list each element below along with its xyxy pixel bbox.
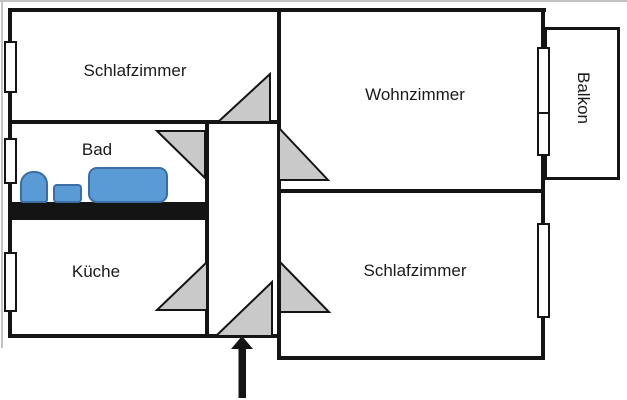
window-schlafzimmer-bottom-right [537, 223, 550, 318]
door-swing-wohnzimmer [278, 125, 331, 181]
window-wohnzimmer [537, 112, 550, 156]
door-swing-entry [213, 279, 273, 337]
wall-wohnzimmer-schlafzimmer [277, 189, 543, 193]
window-bad [4, 138, 17, 184]
window-schlafzimmer-top-left [4, 41, 17, 93]
door-swing-schlafzimmer-top-left [215, 71, 271, 123]
label-bad: Bad [81, 140, 113, 159]
entrance-arrow-icon [231, 336, 253, 398]
wall-schlafzimmer-bad [8, 120, 281, 124]
sink-icon [53, 184, 82, 203]
door-swing-schlafzimmer-bottom-right [279, 259, 332, 313]
wall-outer-right [541, 8, 545, 360]
wall-outer-bottom-right [277, 356, 545, 360]
label-schlafzimmer-top-left: Schlafzimmer [83, 61, 187, 80]
label-wohnzimmer: Wohnzimmer [365, 85, 465, 104]
door-swing-kueche [154, 259, 208, 311]
label-kueche: Küche [71, 262, 121, 281]
bathtub-icon [88, 167, 168, 203]
toilet-icon [20, 171, 48, 203]
window-kueche [4, 252, 17, 312]
label-balkon: Balkon [574, 72, 593, 124]
wall-thick-bad-kueche [8, 202, 209, 220]
photo-edge-top [0, 0, 627, 2]
balcony-outline [544, 27, 620, 180]
photo-edge-left [1, 0, 3, 348]
wall-corridor-left [205, 120, 209, 338]
door-swing-bad [154, 130, 206, 181]
wall-outer-bottom-left [8, 334, 281, 338]
wall-corridor-right [277, 8, 281, 360]
label-schlafzimmer-bottom-right: Schlafzimmer [363, 261, 467, 280]
